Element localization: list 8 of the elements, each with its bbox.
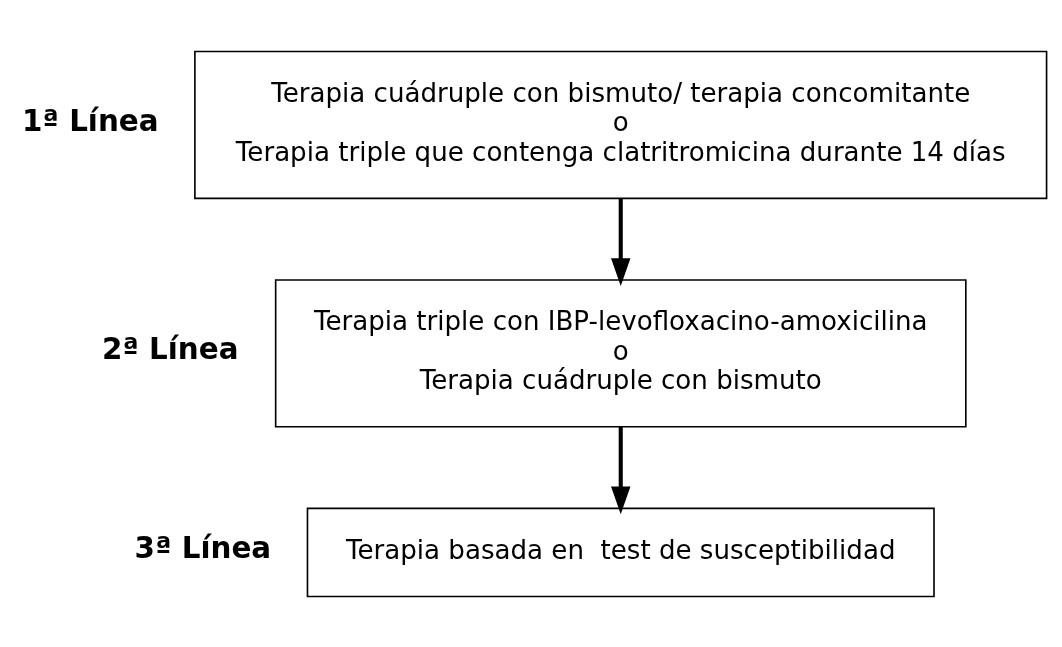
- node-box: Terapia cuádruple con bismuto/ terapia concomitante o Terapia triple que contenga clatritromicina durante 14 días: [194, 50, 1048, 199]
- node-box: Terapia triple con IBP-levofloxacino-amoxicilina o Terapia cuádruple con bismuto: [274, 278, 967, 428]
- node-box: Terapia basada en test de susceptibilidad: [306, 507, 935, 597]
- arrow: [611, 426, 631, 514]
- node-label: 3ª Línea: [134, 530, 272, 565]
- arrow: [611, 197, 631, 286]
- node-label: 1ª Línea: [21, 102, 159, 137]
- node-label: 2ª Línea: [101, 331, 239, 366]
